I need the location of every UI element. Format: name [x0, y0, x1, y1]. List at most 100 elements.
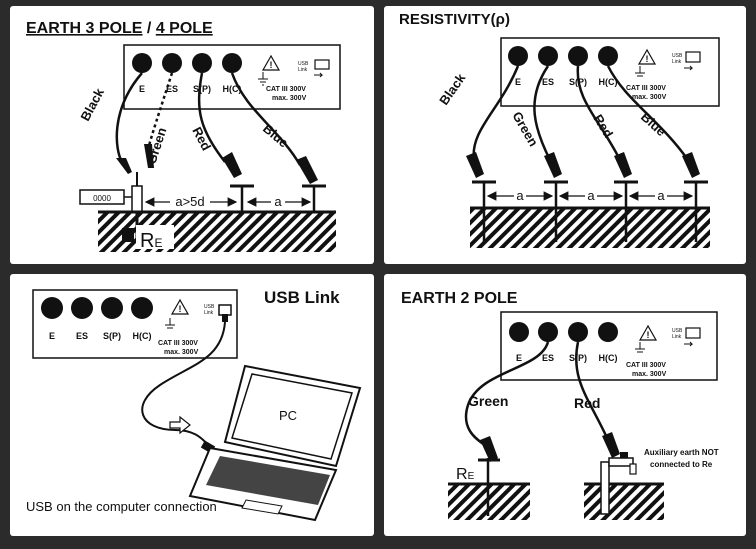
cat-rating-line-2: max. 300V — [632, 94, 667, 101]
panel-earth-2-pole: EARTH 2 POLE E ES S(P) H(C) ! CAT III 30… — [384, 274, 746, 536]
terminal-sp — [568, 322, 588, 342]
panel-title: EARTH 3 POLE / 4 POLE — [26, 20, 213, 37]
laptop-icon — [188, 364, 362, 522]
panel-resistivity: RESISTIVITY(ρ) E ES S(P) H(C) ! CAT III … — [384, 6, 746, 264]
clip-4 — [682, 152, 700, 178]
red-wire — [574, 341, 610, 441]
terminal-label-e: E — [515, 77, 521, 87]
panel-title: EARTH 2 POLE — [401, 290, 518, 307]
terminal-label-es: ES — [542, 77, 554, 87]
terminal-hc — [598, 46, 618, 66]
panel-earth-3-4-pole: EARTH 3 POLE / 4 POLE E ES S(P) H(C) ! C… — [10, 6, 374, 264]
red-wire — [197, 72, 226, 163]
warning-icon: ! — [638, 324, 658, 341]
water-pipe-icon — [600, 452, 637, 515]
clip-2 — [544, 152, 562, 178]
distance-label-1: a>5d — [175, 194, 204, 209]
distance-label-2: a — [274, 194, 282, 209]
warning-icon: ! — [261, 54, 281, 71]
black-clip — [116, 158, 132, 174]
svg-text:!: ! — [179, 304, 182, 314]
terminal-label-e: E — [49, 331, 55, 341]
terminal-label-hc: H(C) — [223, 84, 242, 94]
clip-3 — [614, 152, 632, 178]
svg-text:!: ! — [270, 60, 273, 70]
aux-note-line-2: connected to Re — [650, 460, 713, 469]
cat-rating-line-1: CAT III 300V — [626, 362, 666, 369]
ground-icon — [258, 72, 268, 86]
ground-icon — [635, 342, 645, 353]
usb-label-2: Link — [672, 334, 682, 340]
usb-label-2: Link — [672, 59, 682, 65]
re-label: RE — [140, 230, 162, 252]
svg-text:!: ! — [647, 330, 650, 340]
panel-title: USB Link — [264, 288, 340, 307]
terminal-hc — [598, 322, 618, 342]
meter-front-panel — [123, 44, 341, 110]
usb-label-1: USB — [298, 61, 309, 67]
blue-wire — [230, 72, 302, 166]
blue-wire — [606, 65, 690, 161]
cat-rating-line-1: CAT III 300V — [626, 85, 666, 92]
earth-meter-reading: 0000 — [93, 194, 111, 203]
terminal-sp — [568, 46, 588, 66]
green-wire — [464, 341, 550, 448]
usb-label-2: Link — [204, 310, 214, 316]
terminal-es — [162, 53, 182, 73]
usb-monitor-icon — [314, 59, 330, 78]
aux-note-line-1: Auxiliary earth NOT — [644, 448, 719, 457]
green-wire — [533, 65, 552, 161]
distance-label-2: a — [587, 188, 595, 203]
ground-icon — [165, 318, 175, 329]
green-clip — [480, 436, 498, 462]
green-clip — [144, 144, 154, 168]
terminal-es — [71, 297, 93, 319]
terminal-label-sp: S(P) — [569, 353, 587, 363]
terminal-label-es: ES — [76, 331, 88, 341]
re-label: RE — [456, 466, 475, 483]
terminal-es — [538, 322, 558, 342]
terminal-label-e: E — [139, 84, 145, 94]
terminal-e — [508, 46, 528, 66]
ground-soil-right — [584, 484, 664, 520]
cat-rating-line-1: CAT III 300V — [266, 86, 306, 93]
title-4-pole: 4 POLE — [156, 20, 213, 37]
terminal-sp — [101, 297, 123, 319]
wire-label-red: Red — [574, 395, 600, 411]
terminal-sp — [192, 53, 212, 73]
terminal-hc — [131, 297, 153, 319]
terminal-hc — [222, 53, 242, 73]
panel-title: RESISTIVITY(ρ) — [399, 11, 510, 28]
warning-icon: ! — [637, 48, 657, 65]
terminal-label-sp: S(P) — [103, 331, 121, 341]
red-wire — [576, 65, 622, 161]
usb-label-1: USB — [204, 304, 215, 310]
usb-cable — [141, 321, 226, 449]
pc-label: PC — [279, 408, 297, 423]
clip-1 — [466, 152, 484, 178]
usb-caption: USB on the computer connection — [26, 499, 217, 514]
title-separator: / — [142, 20, 155, 37]
arrow-icon — [169, 415, 191, 435]
distance-label-1: a — [516, 188, 524, 203]
distance-label-3: a — [657, 188, 665, 203]
black-wire — [115, 72, 143, 163]
terminal-e — [509, 322, 529, 342]
usb-label-1: USB — [672, 328, 683, 334]
usb-label-1: USB — [672, 53, 683, 59]
usb-monitor-icon — [684, 327, 701, 347]
terminal-label-hc: H(C) — [599, 353, 618, 363]
terminal-es — [538, 46, 558, 66]
black-wire — [472, 65, 520, 161]
terminal-label-hc: H(C) — [599, 77, 618, 87]
terminal-label-es: ES — [166, 84, 178, 94]
ground-icon — [635, 66, 645, 77]
terminal-e — [41, 297, 63, 319]
terminal-label-es: ES — [542, 353, 554, 363]
green-wire — [146, 72, 174, 151]
usb-label-2: Link — [298, 67, 308, 73]
warning-icon: ! — [170, 298, 190, 315]
cat-rating-line-2: max. 300V — [272, 95, 307, 102]
red-clip — [602, 432, 620, 458]
usb-monitor-icon — [684, 51, 701, 71]
